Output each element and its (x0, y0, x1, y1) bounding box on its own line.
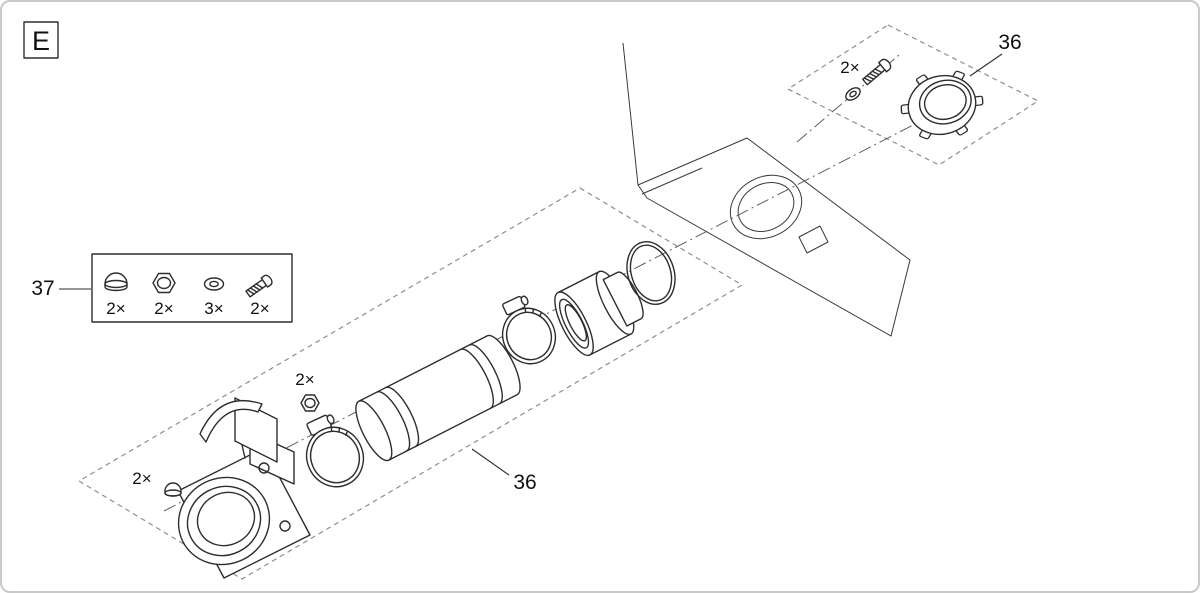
locking-ring-rim (918, 79, 972, 125)
coupling-bore-inner (564, 304, 588, 342)
housing-boss (729, 174, 803, 240)
hose-clamp-right (501, 295, 557, 365)
screw-shaft (862, 63, 886, 86)
hose-sleeve (355, 334, 521, 462)
clamp-band-outer (501, 307, 557, 365)
part-37-label: 37 (31, 277, 54, 300)
washer (845, 87, 861, 101)
locking-ring-bore (923, 84, 967, 121)
qty-lock-nut: 2× (295, 370, 314, 389)
cap-nut (164, 482, 182, 497)
view-label-box: E (23, 21, 59, 59)
view-label-frame (23, 21, 59, 59)
qty-legend-washer: 3× (204, 299, 223, 318)
washer-hole (849, 90, 857, 98)
coupling-face (554, 291, 594, 357)
elbow-port-inner (186, 485, 262, 557)
detail-view-frame (786, 24, 1040, 166)
housing-edge (622, 42, 639, 186)
leader-part-36-main (471, 448, 510, 476)
coupling-sleeve (554, 270, 644, 357)
part-36-top-label: 36 (998, 31, 1021, 54)
lock-nut-hex (300, 394, 320, 412)
clamp-screw-head (520, 295, 529, 306)
o-ring (626, 241, 676, 305)
lock-nut (300, 394, 320, 412)
qty-legend-lock-nut: 2× (154, 299, 173, 318)
exploded-view-frame (77, 187, 744, 580)
discharge-elbow (177, 397, 311, 579)
flange-bolt-hole (279, 520, 291, 532)
leader-part-36-top (969, 53, 1003, 77)
lock-nut-icon (152, 272, 176, 294)
cap-nut-base (164, 489, 182, 497)
qty-cap-nut: 2× (132, 469, 151, 488)
qty-screw: 2× (840, 58, 859, 77)
elbow-clip (199, 400, 263, 443)
part-36-main-label: 36 (513, 471, 536, 494)
clamp-screw-head (326, 414, 335, 425)
screw (862, 58, 892, 86)
housing-hole (737, 182, 795, 232)
screw-icon (245, 274, 273, 298)
qty-legend-cap-nut: 2× (106, 299, 125, 318)
cap-nut-icon (104, 272, 128, 292)
elbow-port-bore (196, 491, 256, 547)
lock-nut-bore (304, 397, 316, 409)
hose-rib (384, 386, 420, 448)
elbow-bracket (234, 397, 278, 463)
view-label: E (32, 26, 50, 56)
hose-body (358, 334, 521, 461)
clamp-band-inner (309, 430, 361, 484)
locking-ring (900, 70, 984, 140)
housing-fold-line (641, 167, 703, 195)
o-ring-inner (629, 244, 673, 302)
housing-panel (637, 137, 911, 337)
flange-bolt-hole (258, 462, 270, 474)
qty-legend-screw: 2× (250, 299, 269, 318)
washer-outer (845, 87, 861, 101)
hose-end-face (355, 400, 393, 462)
o-ring-outer (626, 241, 676, 305)
hose-rib (459, 348, 495, 410)
clamp-band-outer (305, 426, 365, 488)
hose-rib (468, 343, 503, 405)
elbow-support-line (241, 444, 246, 459)
washer-icon (203, 277, 225, 291)
hose-clamp-left (305, 414, 365, 488)
fastener-legend: 2× 2× 3× 2× (91, 253, 293, 323)
housing-tab (798, 225, 829, 254)
pump-housing-outline (622, 42, 911, 337)
screw-head (878, 58, 892, 73)
